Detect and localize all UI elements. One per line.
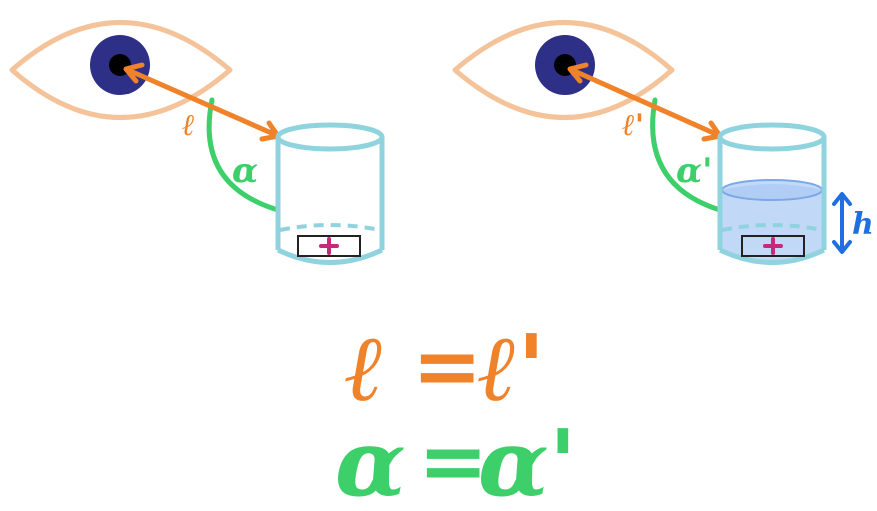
right-eye-icon bbox=[452, 20, 675, 120]
left-eye-icon bbox=[9, 20, 233, 120]
angle-equation: α = α' bbox=[335, 409, 577, 511]
angle-equation-rhs: α' bbox=[478, 409, 577, 511]
right-setup: ℓ' α' h bbox=[452, 20, 874, 265]
left-setup: ℓ α bbox=[9, 20, 385, 265]
left-angle-label: α bbox=[232, 151, 258, 191]
angle-equation-equals: = bbox=[418, 411, 488, 510]
left-distance-label: ℓ bbox=[182, 108, 195, 143]
distance-equation-lhs: ℓ bbox=[345, 314, 384, 422]
right-cup bbox=[717, 122, 827, 265]
right-sight-line bbox=[567, 62, 723, 142]
height-label: h bbox=[852, 207, 874, 242]
right-angle-label: α' bbox=[676, 151, 713, 191]
angle-equation-lhs: α bbox=[335, 409, 406, 511]
distance-equation-equals: = bbox=[412, 316, 482, 415]
water-fill bbox=[722, 184, 822, 263]
left-angle-arc bbox=[206, 97, 281, 213]
left-sight-line bbox=[123, 62, 281, 142]
right-coin bbox=[741, 235, 805, 257]
distance-equation-rhs: ℓ' bbox=[478, 314, 545, 422]
right-angle-arc bbox=[650, 97, 723, 213]
distance-equation: ℓ = ℓ' bbox=[345, 314, 545, 422]
left-coin bbox=[297, 235, 361, 257]
right-eye-outline bbox=[452, 20, 675, 120]
height-marker bbox=[832, 192, 852, 254]
right-distance-label: ℓ' bbox=[622, 108, 644, 143]
left-cup bbox=[275, 122, 385, 265]
water-surface bbox=[721, 179, 823, 201]
left-eye-outline bbox=[9, 20, 233, 120]
